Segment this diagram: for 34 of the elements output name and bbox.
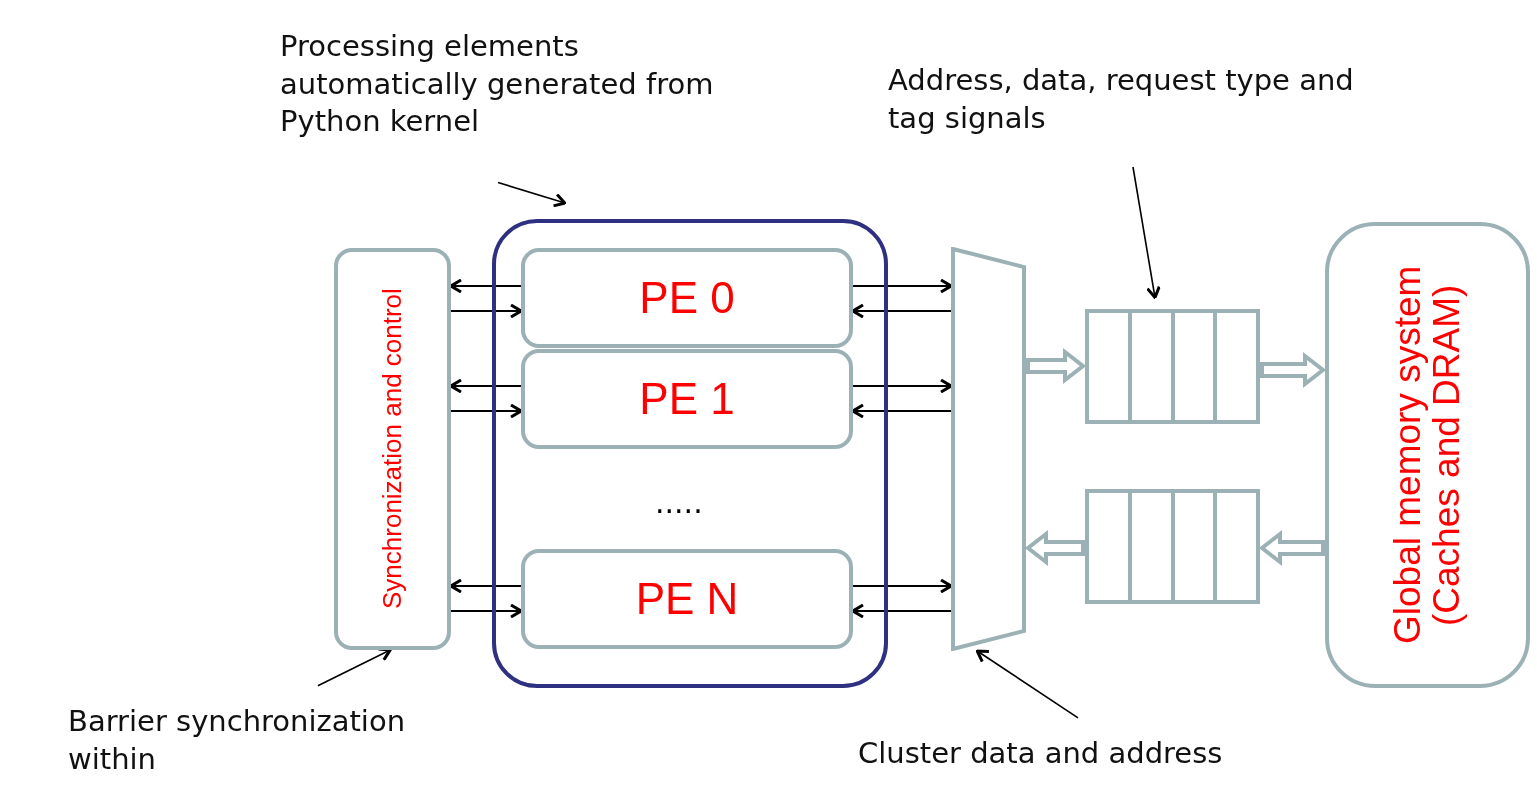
hollow-arrow	[1026, 347, 1087, 385]
hollow-arrow	[1260, 351, 1327, 389]
annotation-text: Barrier synchronization within	[68, 703, 488, 789]
arrow	[851, 403, 952, 419]
arrow	[852, 278, 953, 294]
arrow	[851, 603, 952, 619]
arrow	[449, 378, 522, 394]
queue-buffer	[1085, 489, 1260, 604]
leader-arrow	[497, 181, 567, 208]
leader-arrow	[317, 647, 392, 687]
arrow	[449, 278, 522, 294]
arrow	[450, 603, 523, 619]
arrow	[852, 378, 953, 394]
arrow	[851, 303, 952, 319]
processing-element-box: PE 0	[521, 248, 853, 348]
leader-arrow	[975, 649, 1079, 719]
crossbar-trapezoid	[951, 247, 1026, 651]
hollow-arrow	[1258, 529, 1325, 567]
annotation-text: Cluster data and address	[858, 735, 1298, 780]
leader-arrow	[1132, 166, 1161, 299]
queue-buffer	[1085, 309, 1260, 424]
annotation-text: Address, data, request type and tag signals	[888, 62, 1388, 162]
processing-element-box: PE N	[521, 549, 853, 649]
arrow	[852, 578, 953, 594]
ellipsis-text: .....	[655, 485, 703, 520]
arrow	[449, 578, 522, 594]
arrow	[450, 403, 523, 419]
processing-element-box: PE 1	[521, 349, 853, 449]
control-block: Synchronization and control	[334, 248, 451, 650]
annotation-text: Processing elements automatically generated from Python kernel	[280, 28, 740, 178]
cluster-frame	[492, 219, 888, 688]
hollow-arrow	[1024, 529, 1085, 567]
arrow	[450, 303, 523, 319]
memory-block: Global memory system (Caches and DRAM)	[1325, 222, 1530, 688]
